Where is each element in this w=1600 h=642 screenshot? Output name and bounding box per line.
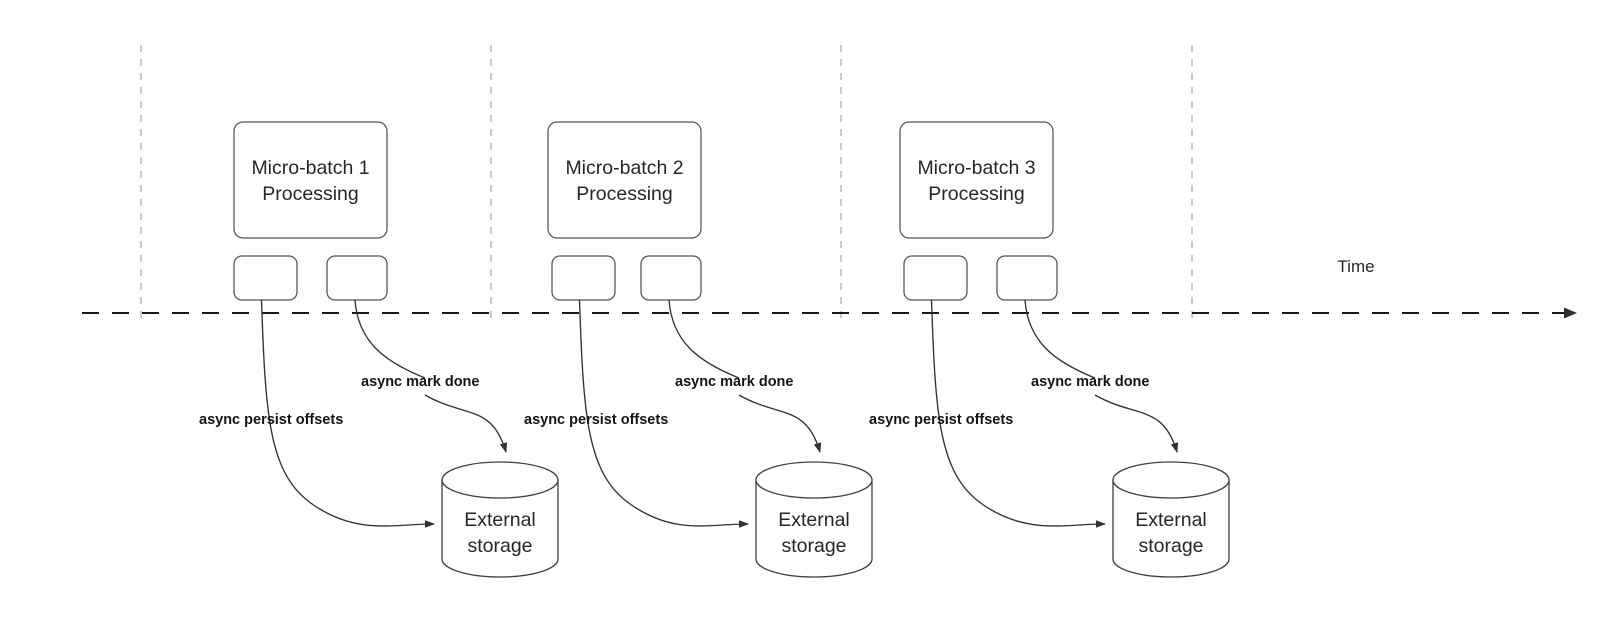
persist-offsets-task-box[interactable]	[551, 255, 616, 301]
async-persist-offsets-connector	[260, 299, 435, 528]
async-mark-done-connector	[668, 299, 820, 452]
external-storage-label-line2: storage	[781, 535, 846, 557]
mark-done-3-label: async mark done	[1031, 374, 1149, 390]
micro-batch-box[interactable]	[547, 121, 702, 239]
external-storage-cylinder-top	[1112, 461, 1230, 499]
async-persist-offsets-connector	[930, 299, 1106, 528]
micro-batch-box-label-line1: Micro-batch 2	[565, 157, 683, 179]
persist-offsets-task-box[interactable]	[233, 255, 298, 301]
external-storage-label-line1: External	[464, 509, 536, 531]
persist-offsets-2-label: async persist offsets	[524, 412, 668, 428]
async-persist-offsets-connector	[578, 299, 749, 528]
mark-done-task-box[interactable]	[640, 255, 702, 301]
external-storage-cylinder-body[interactable]	[755, 479, 873, 578]
mark-done-task-box[interactable]	[996, 255, 1058, 301]
external-storage-label-line1: External	[778, 509, 850, 531]
micro-batch-box-label-line2: Processing	[576, 183, 672, 205]
external-storage-cylinder-body[interactable]	[1112, 479, 1230, 578]
persist-offsets-task-box[interactable]	[903, 255, 968, 301]
micro-batch-box-label-line2: Processing	[262, 183, 358, 205]
external-storage-cylinder-top	[755, 461, 873, 499]
async-mark-done-connector	[354, 299, 506, 452]
persist-offsets-3-label: async persist offsets	[869, 412, 1013, 428]
micro-batch-box-label-line1: Micro-batch 3	[917, 157, 1035, 179]
time-axis-label: Time	[1337, 257, 1374, 276]
mark-done-task-box[interactable]	[326, 255, 388, 301]
micro-batch-box-label-line1: Micro-batch 1	[251, 157, 369, 179]
micro-batch-box-label-line2: Processing	[928, 183, 1024, 205]
external-storage-label-line2: storage	[1138, 535, 1203, 557]
external-storage-cylinder-top	[441, 461, 559, 499]
mark-done-2-label: async mark done	[675, 374, 793, 390]
timeline-tick-group	[140, 45, 1193, 318]
persist-offsets-1-label: async persist offsets	[199, 412, 343, 428]
external-storage-label-line2: storage	[467, 535, 532, 557]
external-storage-cylinder-body[interactable]	[441, 479, 559, 578]
mark-done-1-label: async mark done	[361, 374, 479, 390]
async-mark-done-connector	[1024, 299, 1177, 452]
external-storage-label-line1: External	[1135, 509, 1207, 531]
micro-batch-box[interactable]	[899, 121, 1054, 239]
micro-batch-box[interactable]	[233, 121, 388, 239]
